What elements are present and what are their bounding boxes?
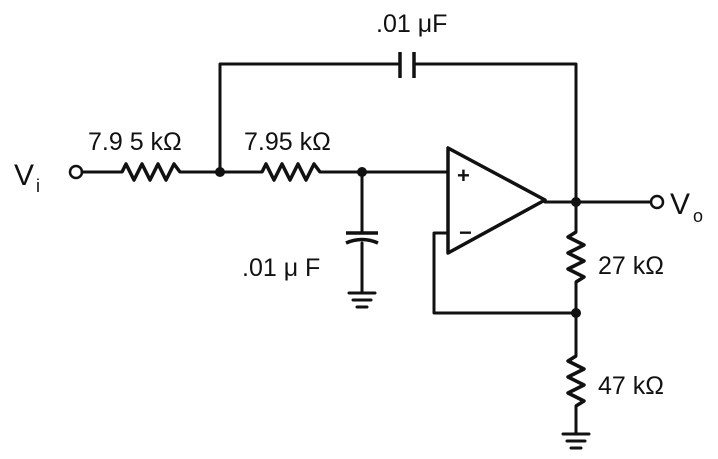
resistor-r2 xyxy=(260,162,322,182)
input-label: V xyxy=(14,159,34,192)
wire-feedback-left xyxy=(218,62,400,174)
ground-symbol-1 xyxy=(347,291,377,309)
r27-label: 27 kΩ xyxy=(598,252,664,280)
resistor-47k xyxy=(566,354,586,408)
output-label-subscript: o xyxy=(693,206,703,226)
resistor-r1 xyxy=(120,162,182,182)
opamp-minus-sign: − xyxy=(459,220,472,245)
input-label-subscript: i xyxy=(36,176,40,196)
output-terminal xyxy=(649,194,665,210)
output-label: V xyxy=(670,188,690,221)
opamp-plus-sign: + xyxy=(457,163,470,188)
r2-label: 7.95 kΩ xyxy=(244,128,331,156)
wire-negative-feedback xyxy=(432,231,578,315)
ground-symbol-2 xyxy=(561,432,591,450)
r1-label: 7.9 5 kΩ xyxy=(88,128,182,156)
input-terminal xyxy=(68,164,84,180)
r47-label: 47 kΩ xyxy=(598,372,664,400)
wire-feedback-right xyxy=(414,62,578,204)
resistor-27k xyxy=(566,230,586,284)
c-feedback-label: .01 μF xyxy=(376,10,447,38)
c-ground-label: .01 μ F xyxy=(242,254,320,282)
opamp-triangle xyxy=(446,146,547,255)
capacitor-ground-plate-bottom xyxy=(345,237,379,245)
